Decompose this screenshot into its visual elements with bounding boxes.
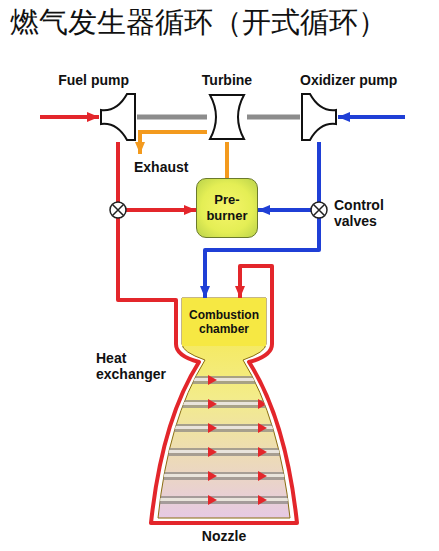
flow-connector: [137, 115, 207, 120]
cooling-band: [140, 400, 310, 408]
control-valve: [311, 202, 327, 218]
cooling-band-highlight: [140, 402, 310, 405]
cooling-band: [140, 424, 310, 432]
node-heading: Fuel pump: [58, 72, 129, 88]
valve-label: Control valves: [334, 197, 396, 229]
flow-arrowhead: [258, 471, 267, 481]
combustion-chamber: Combustion chamber: [182, 298, 266, 346]
flow-arrowhead: [208, 495, 217, 505]
control-valve: [110, 202, 126, 218]
flow-arrowhead: [208, 471, 217, 481]
turbine: Turbine: [207, 92, 247, 142]
flow-connector: [258, 142, 319, 210]
oxidizer-pump: Oxidizer pump: [300, 92, 338, 142]
cooling-band-highlight: [140, 498, 310, 501]
node-text: Combustion chamber: [186, 308, 262, 337]
flow-arrowhead: [208, 375, 217, 385]
fuel-inlet-arrow: [40, 115, 99, 119]
diagram-title: 燃气发生器循环（开式循环）: [10, 6, 387, 39]
flow-connector: [118, 142, 196, 210]
fuel-pump-icon: [99, 92, 137, 142]
flow-arrowhead: [258, 447, 267, 457]
flow-arrowhead: [258, 399, 267, 409]
cooling-band-highlight: [140, 426, 310, 429]
fuel-pump: Fuel pump: [99, 92, 137, 142]
cooling-band: [140, 496, 310, 504]
flow-arrowhead: [208, 447, 217, 457]
flow-connector: [225, 142, 229, 178]
flow-arrowhead: [258, 423, 267, 433]
nozzle-label: Nozzle: [202, 528, 246, 544]
exhaust-arrow: [140, 132, 207, 154]
node-heading: Turbine: [202, 72, 252, 88]
oxidizer-inlet-arrow: [338, 115, 405, 119]
cooling-band: [140, 472, 310, 480]
flow-arrowhead: [258, 495, 267, 505]
heat-exchanger-label: Heat exchanger: [96, 350, 176, 382]
flow-connector: [247, 115, 300, 120]
turbine-icon: [207, 92, 247, 142]
flow-arrowhead: [208, 423, 217, 433]
cooling-band-highlight: [140, 474, 310, 477]
oxidizer-pump-icon: [300, 92, 338, 142]
flow-arrowhead: [208, 399, 217, 409]
flow-connector: [118, 142, 297, 523]
pre-burner: Pre- burner: [196, 178, 258, 238]
node-heading: Oxidizer pump: [300, 72, 397, 88]
exhaust-label: Exhaust: [134, 159, 188, 175]
node-text: Pre- burner: [201, 192, 253, 223]
